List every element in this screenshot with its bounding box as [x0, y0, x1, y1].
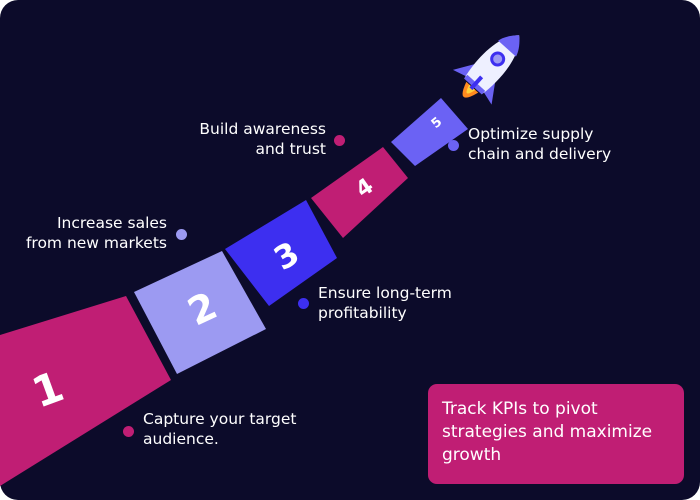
step-5-dot: [448, 140, 459, 151]
callout-line2: strategies and maximize: [442, 422, 653, 442]
step-3-label-line1: Ensure long-term: [318, 284, 452, 302]
callout-line3: growth: [442, 445, 502, 465]
step-3-label-line2: profitability: [318, 304, 407, 322]
rocket-icon: [452, 35, 520, 105]
step-5-segment: [391, 98, 468, 166]
callout-line1: Track KPIs to pivot: [442, 399, 598, 419]
step-2-segment: [134, 251, 266, 374]
step-4-label: Build awareness and trust: [199, 119, 326, 159]
step-2-label-line2: from new markets: [25, 234, 167, 252]
step-2-label: Increase sales from new markets: [26, 213, 167, 253]
step-3-label: Ensure long-term profitability: [318, 283, 452, 323]
step-3-dot: [298, 298, 309, 309]
step-1-label-line1: Capture your target: [143, 410, 297, 428]
step-1-segment: [0, 296, 171, 486]
step-2-dot: [176, 229, 187, 240]
step-4-label-line2: and trust: [255, 140, 326, 158]
step-2-label-line1: Increase sales: [56, 214, 167, 232]
step-1-label-line2: audience.: [143, 430, 219, 448]
step-4-dot: [334, 135, 345, 146]
step-3-segment: [225, 200, 337, 306]
step-1-label: Capture your target audience.: [143, 409, 296, 449]
step-4-segment: [311, 147, 408, 238]
step-5-label-line1: Optimize supply: [468, 125, 594, 143]
step-1-dot: [123, 426, 134, 437]
step-5-label-line2: chain and delivery: [468, 145, 612, 163]
step-5-label: Optimize supply chain and delivery: [468, 124, 611, 164]
kpi-callout-box: Track KPIs to pivot strategies and maxim…: [428, 384, 684, 484]
step-4-label-line1: Build awareness: [199, 120, 326, 138]
